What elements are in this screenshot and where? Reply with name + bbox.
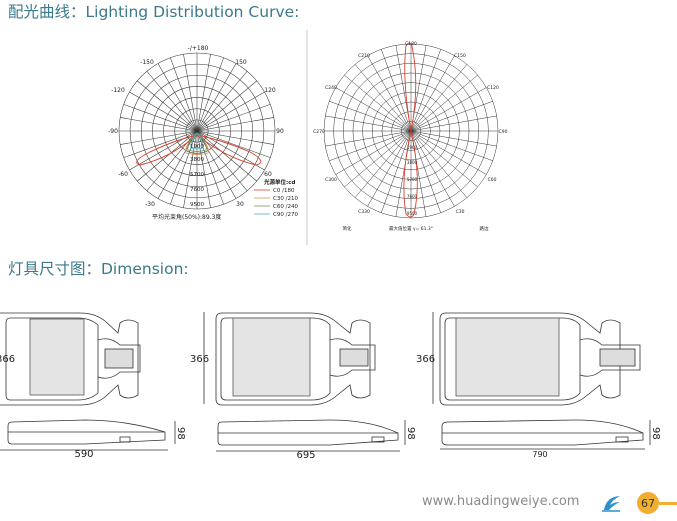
radial-label: 7600 bbox=[190, 187, 204, 193]
legend-item: C60 /240 bbox=[273, 204, 298, 210]
lamp-side-view bbox=[7, 419, 166, 445]
angle-label: C120 bbox=[487, 85, 499, 91]
height-label: 366 bbox=[416, 354, 435, 365]
angle-label: C210 bbox=[358, 53, 370, 59]
angle-label: -60 bbox=[118, 171, 128, 178]
height-label: 366 bbox=[190, 354, 209, 365]
angle-label: C150 bbox=[454, 53, 466, 59]
lamp2-labels: 366 98 695 bbox=[190, 354, 416, 461]
polar-diagram-right: C180 C210 C150 C240 C120 C270 C90 C300 C… bbox=[313, 41, 507, 232]
depth-label: 98 bbox=[650, 427, 661, 440]
angle-label: C60 bbox=[488, 177, 497, 183]
angle-label: C330 bbox=[358, 209, 370, 215]
angle-label: 30 bbox=[236, 201, 244, 208]
depth-label: 98 bbox=[175, 427, 186, 440]
page-accent-bar bbox=[659, 502, 677, 505]
lamp-side-view bbox=[217, 419, 399, 446]
angle-label: C30 bbox=[456, 209, 465, 215]
curve-c30 bbox=[185, 132, 209, 155]
beam-angle-note: 平均光束角(50%):89.3度 bbox=[152, 213, 221, 221]
section-heading-dimension: 灯具尺寸图：Dimension: bbox=[8, 260, 189, 278]
legend-title: 光源单位:cd bbox=[263, 178, 295, 186]
legend-item: C30 /210 bbox=[273, 196, 298, 202]
led-module bbox=[232, 317, 311, 397]
page-number-badge: 67 bbox=[637, 492, 659, 514]
lamp-drawing-790 bbox=[432, 312, 651, 450]
angle-label: -30 bbox=[145, 201, 155, 208]
height-label: 366 bbox=[0, 354, 15, 365]
radial-label: 7600 bbox=[407, 194, 418, 199]
angle-label: 150 bbox=[235, 59, 247, 66]
led-module bbox=[455, 317, 560, 397]
radial-label: 9500 bbox=[407, 211, 418, 216]
radial-label: 5700 bbox=[407, 177, 418, 182]
lamp-top-view bbox=[0, 312, 139, 406]
angle-label: 60 bbox=[264, 171, 272, 178]
angle-label: -90 bbox=[108, 128, 118, 135]
bottom-label: 简化 bbox=[343, 225, 352, 232]
angle-label: 120 bbox=[264, 87, 276, 94]
angle-label: C300 bbox=[325, 177, 337, 183]
width-label: 590 bbox=[74, 449, 93, 460]
radial-label: 1900 bbox=[407, 145, 418, 150]
radial-label: 3800 bbox=[190, 157, 204, 163]
legend-item: C0 /180 bbox=[273, 188, 295, 194]
curve-upper bbox=[404, 42, 417, 132]
angle-label: -150 bbox=[140, 59, 154, 66]
angle-label: C240 bbox=[325, 85, 337, 91]
curve-lower bbox=[403, 130, 418, 218]
lamp-drawing-590 bbox=[0, 312, 176, 451]
angle-label: -/+180 bbox=[188, 45, 209, 52]
legend-item: C90 /270 bbox=[273, 212, 298, 218]
grid-spoke bbox=[120, 117, 274, 145]
angle-label: 90 bbox=[276, 128, 284, 135]
angle-label: C270 bbox=[313, 129, 325, 135]
curve-c60 bbox=[187, 132, 207, 152]
lamp-side-view bbox=[441, 419, 644, 446]
bottom-label: 路边 bbox=[480, 225, 489, 232]
width-label: 790 bbox=[532, 450, 547, 459]
bottom-label: 最大值位置 γ= 61.3° bbox=[389, 225, 433, 232]
depth-label: 98 bbox=[405, 427, 416, 440]
curve-c0 bbox=[136, 134, 262, 166]
led-module bbox=[29, 318, 85, 396]
radial-label: 1900 bbox=[190, 144, 204, 150]
lamp3-labels: 366 98 790 bbox=[416, 354, 661, 459]
lamp1-labels: 366 98 590 bbox=[0, 354, 186, 460]
footer-url[interactable]: www.huadingweiye.com bbox=[422, 494, 580, 509]
angle-label: C90 bbox=[499, 129, 508, 135]
section-heading-curve: 配光曲线：Lighting Distribution Curve: bbox=[8, 3, 300, 21]
polar-diagram-left: -/+180 -150 150 -120 120 -90 90 -60 60 -… bbox=[108, 45, 298, 221]
lamp-top-view bbox=[439, 312, 621, 406]
lamp-top-view bbox=[215, 312, 371, 406]
width-label: 695 bbox=[296, 450, 315, 461]
radial-label: 5700 bbox=[190, 172, 204, 178]
angle-label: -120 bbox=[111, 87, 125, 94]
lamp-drawing-695 bbox=[203, 312, 406, 452]
curve-c90 bbox=[190, 132, 204, 150]
angle-label: C180 bbox=[405, 41, 417, 47]
company-logo bbox=[602, 496, 620, 512]
radial-label: 9500 bbox=[190, 202, 204, 208]
radial-label: 3800 bbox=[407, 160, 418, 165]
